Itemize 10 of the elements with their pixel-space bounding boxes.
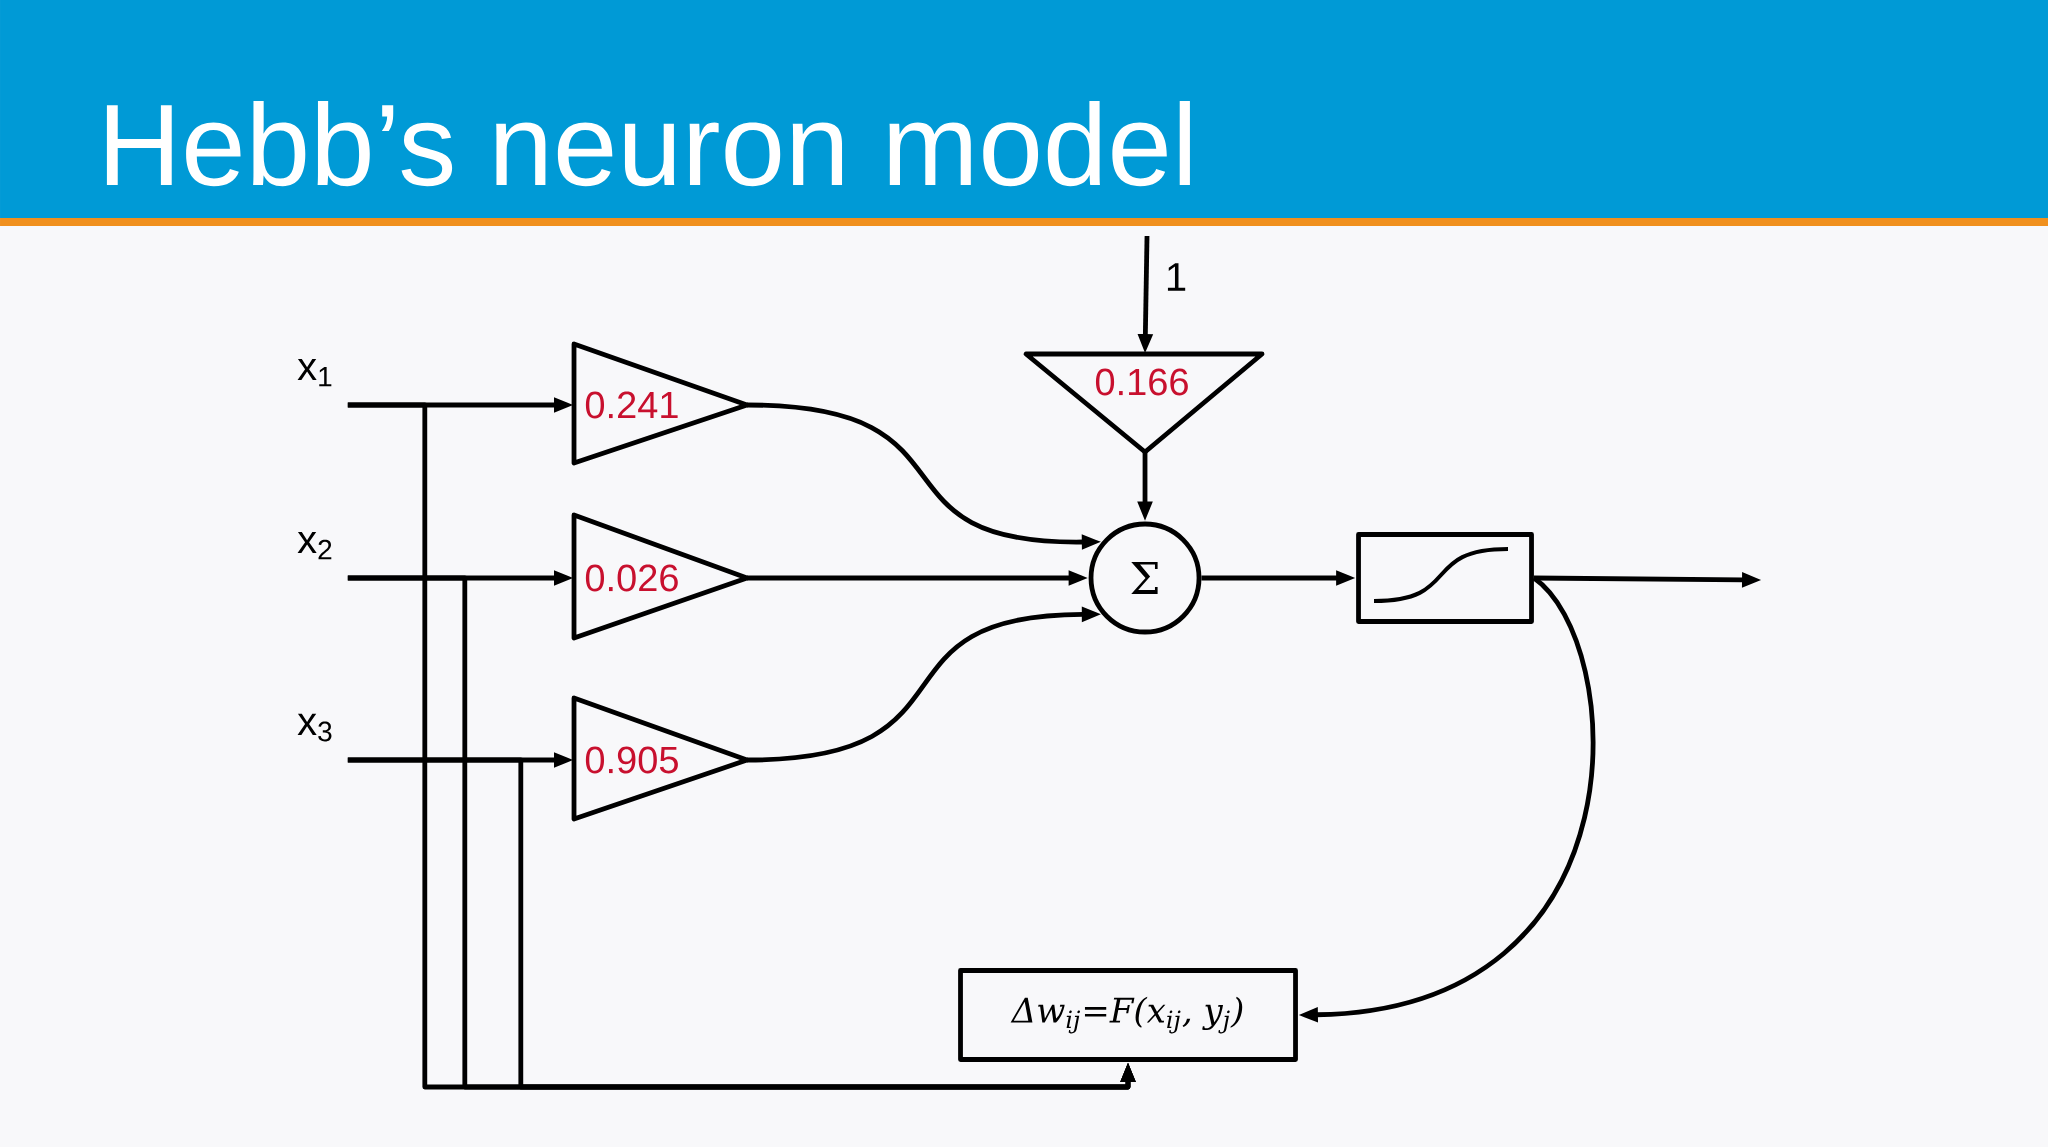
input-label: x$_{2}$ (297, 531, 332, 560)
weight-triangle: 0.905 (571, 695, 750, 822)
bias-triangle: 0.166 (1023, 351, 1265, 455)
input-label: x$_{3}$ (297, 713, 332, 742)
weight-triangle: 0.241 (571, 341, 750, 466)
edge-label: 1 (1162, 261, 1190, 293)
weight-triangle: 0.026 (571, 512, 750, 641)
activation-box (1356, 532, 1534, 624)
input-label: x$_{1}$ (297, 358, 332, 387)
slide-title: Hebb’s neuron model (106, 100, 1190, 187)
